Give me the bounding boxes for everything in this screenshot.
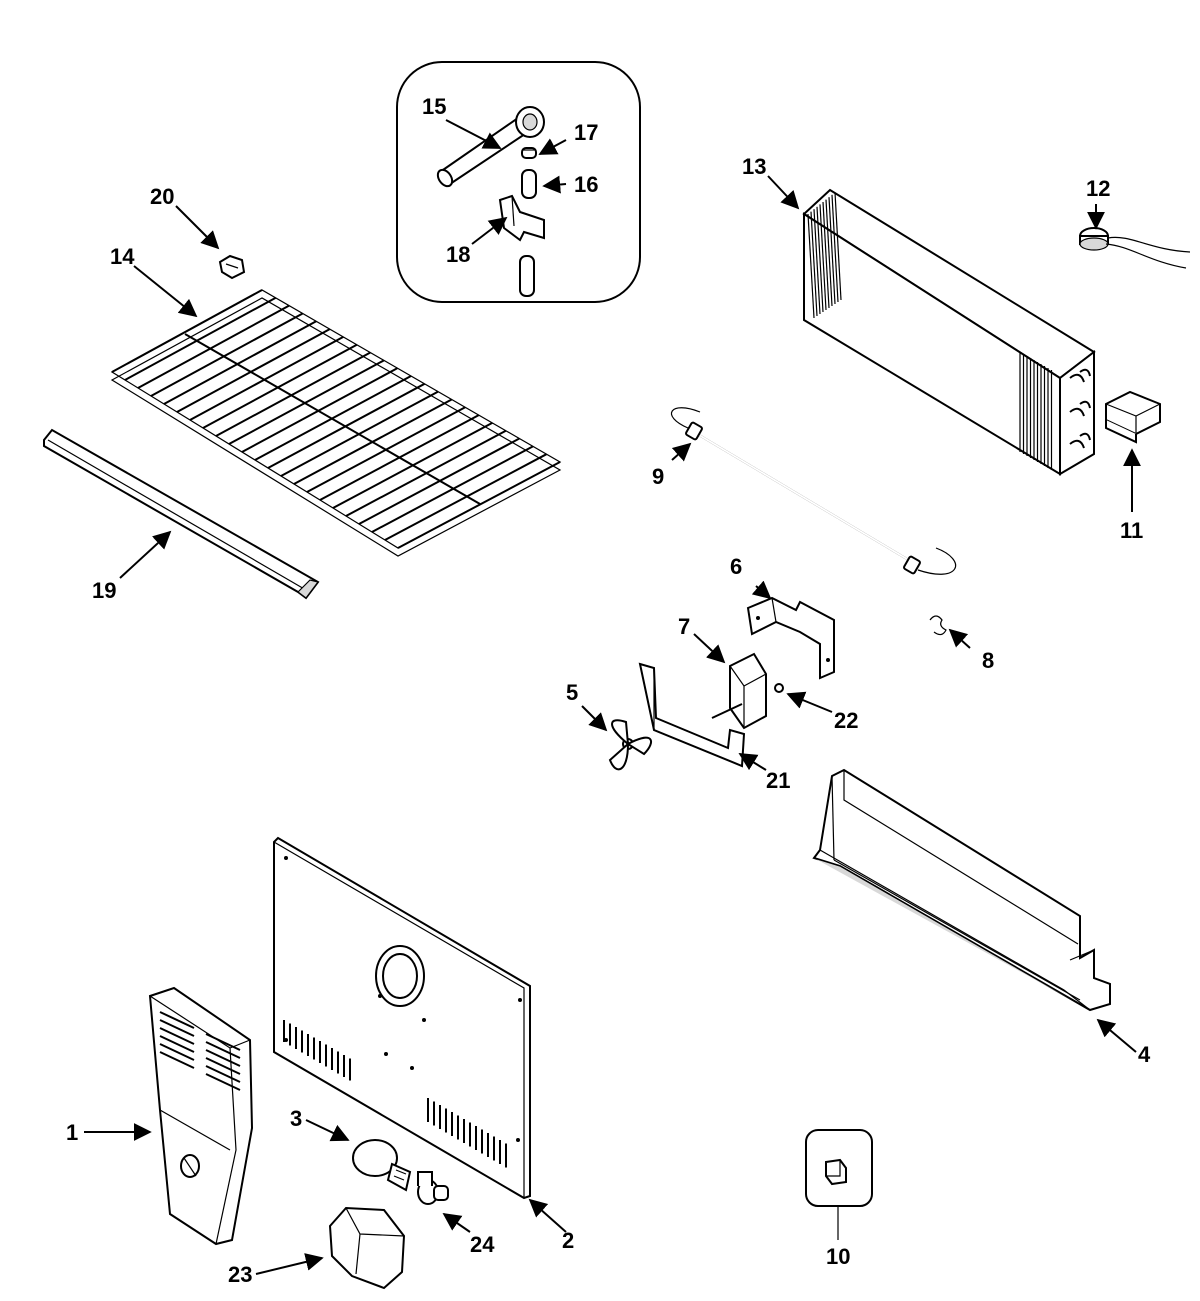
drawing-stroke (228, 359, 385, 445)
drawing-stroke (319, 414, 480, 501)
part-9-defrost-heater (670, 407, 957, 575)
part-1-control-grille (148, 986, 254, 1246)
label-part-7: 7 (678, 614, 690, 639)
label-part-3: 3 (290, 1106, 302, 1131)
part-19-shelf-trim (43, 428, 320, 600)
drawing-stroke (816, 206, 824, 313)
drawing-stroke (371, 445, 534, 533)
label-part-5: 5 (566, 680, 578, 705)
part-18-tube-segment (519, 255, 535, 297)
label-part-12: 12 (1086, 176, 1110, 201)
part-number-labels: 15 17 16 18 20 14 19 13 12 11 9 8 6 7 22… (66, 94, 1151, 1287)
drawing-stroke (137, 304, 290, 389)
part-20-shelf-clip (218, 254, 246, 280)
drawing-stroke (306, 406, 466, 493)
drawing-stroke (159, 1035, 195, 1053)
drawing-stroke (205, 1065, 241, 1083)
part-14-wire-shelf (110, 289, 562, 557)
drawing-stroke (111, 289, 263, 373)
label-part-2: 2 (562, 1228, 574, 1253)
drawing-stroke (810, 211, 818, 317)
drawing-stroke (358, 437, 520, 525)
drawing-stroke (293, 398, 453, 485)
label-part-1: 1 (66, 1120, 78, 1145)
drawing-stroke (159, 1019, 195, 1037)
part-13-evaporator (802, 188, 1096, 476)
part-22-grommet (774, 683, 784, 693)
drawing-stroke (205, 1073, 241, 1091)
label-part-18: 18 (446, 242, 470, 267)
drawing-stroke (163, 320, 317, 405)
leader-lines (84, 119, 1141, 1275)
drawing-stroke (124, 296, 277, 381)
part-24-light-socket (417, 1171, 449, 1205)
drawing-stroke (202, 343, 358, 429)
drawing-stroke (159, 1043, 195, 1061)
label-part-11: 11 (1120, 518, 1143, 543)
label-part-19: 19 (92, 578, 116, 603)
part-2-evaporator-cover-panel (273, 836, 531, 1200)
drawing-stroke (205, 1057, 241, 1075)
drawing-stroke (831, 194, 839, 303)
part-6-fan-bracket (746, 596, 835, 680)
label-part-22: 22 (834, 708, 858, 733)
label-part-6: 6 (730, 554, 742, 579)
part-21-motor-bracket (638, 662, 746, 768)
drawing-stroke (241, 367, 398, 453)
drawing-stroke (205, 1049, 241, 1067)
drawing-stroke (159, 1051, 195, 1069)
label-part-24: 24 (470, 1232, 495, 1257)
drawing-stroke (807, 213, 815, 319)
drawing-stroke (159, 1027, 195, 1045)
drawing-stroke (822, 201, 830, 309)
label-part-8: 8 (982, 648, 994, 673)
drawing-stroke (205, 1033, 241, 1051)
drawing-stroke (332, 422, 493, 509)
part-17-fitting (521, 147, 537, 159)
inset-detail-box (396, 61, 641, 303)
drawing-stroke (834, 192, 842, 301)
part-5-fan-blade (608, 719, 653, 771)
part-10-light-switch (805, 1129, 873, 1207)
part-18-clip (498, 194, 545, 242)
drawing-stroke (205, 1041, 241, 1059)
part-3-light-bulb (352, 1139, 412, 1192)
label-part-14: 14 (110, 244, 135, 269)
drawing-stroke (828, 197, 836, 305)
part-15-drain-tube (436, 106, 545, 188)
label-part-10: 10 (826, 1244, 850, 1269)
drawing-stroke (150, 312, 304, 397)
part-23-light-shield (328, 1206, 406, 1290)
drawing-stroke (825, 199, 833, 307)
label-part-23: 23 (228, 1262, 252, 1287)
drawing-stroke (267, 382, 426, 469)
label-part-20: 20 (150, 184, 174, 209)
label-part-17: 17 (574, 120, 598, 145)
drawing-stroke (280, 390, 439, 477)
label-part-16: 16 (574, 172, 598, 197)
part-11-defrost-terminal-block (1105, 390, 1161, 444)
part-7-fan-motor (711, 652, 767, 730)
label-part-13: 13 (742, 154, 766, 179)
drawing-stroke (819, 204, 827, 311)
drawing-stroke (159, 1011, 195, 1029)
drawing-stroke (189, 336, 344, 421)
part-16-sleeve (521, 169, 537, 199)
drawing-stroke (384, 453, 547, 541)
drawing-stroke (345, 429, 507, 517)
drawing-stroke (215, 351, 371, 437)
drawing-stroke (254, 375, 412, 461)
label-part-21: 21 (766, 768, 790, 793)
part-12-defrost-limiter (1079, 227, 1191, 269)
part-4-channel-cover (812, 768, 1111, 1012)
drawing-stroke (176, 328, 331, 413)
drawing-stroke (397, 461, 561, 549)
label-part-9: 9 (652, 464, 664, 489)
label-part-4: 4 (1138, 1042, 1151, 1067)
label-part-15: 15 (422, 94, 446, 119)
part-8-clip (929, 615, 947, 636)
drawing-stroke (813, 209, 821, 315)
